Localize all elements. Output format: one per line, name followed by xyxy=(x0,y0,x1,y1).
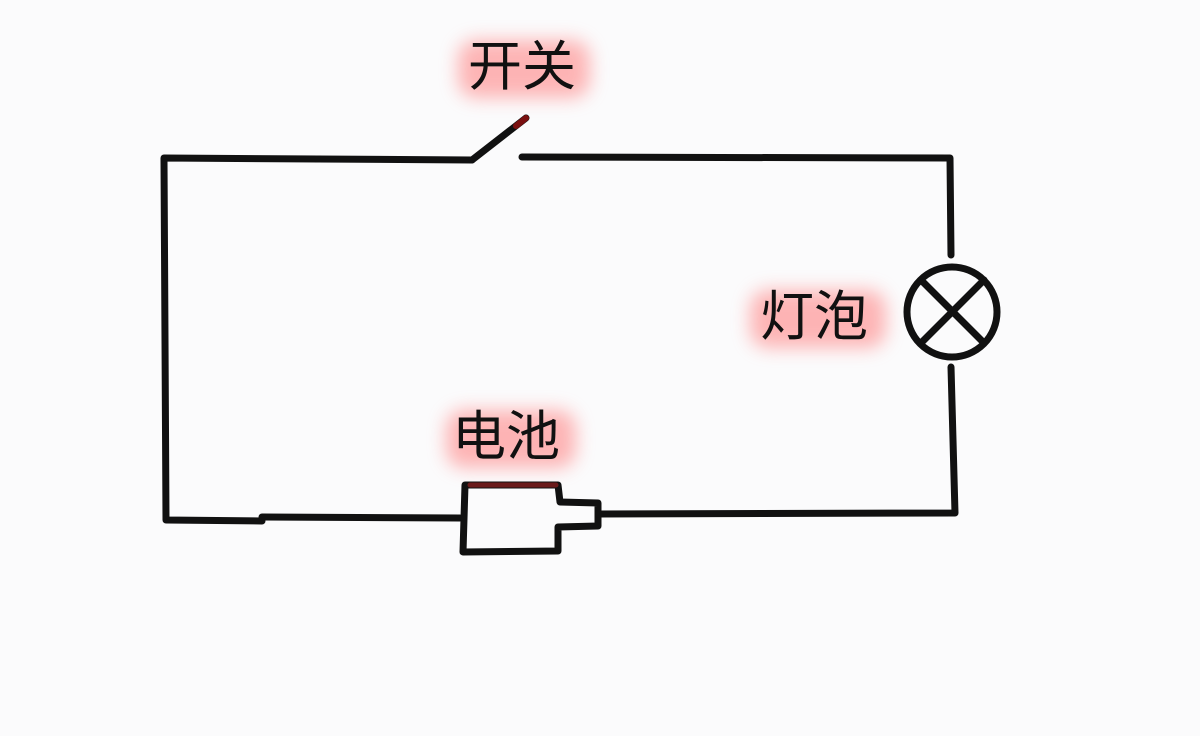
switch-label-glow xyxy=(458,40,590,98)
bulb-cross-b xyxy=(917,276,988,347)
bulb-label: 灯泡 xyxy=(760,285,868,348)
switch-label: 开关 xyxy=(468,35,576,98)
bulb-label-glow xyxy=(750,290,886,348)
bulb-circle xyxy=(903,263,1001,361)
wire-top-right xyxy=(518,153,955,259)
wire-bottom-right xyxy=(594,363,959,518)
battery-label: 电池 xyxy=(452,405,560,468)
wire-bottom-left xyxy=(258,513,464,522)
battery-body xyxy=(459,481,602,556)
label-glows xyxy=(446,40,886,468)
switch-tip-accent xyxy=(513,115,529,129)
wire-left xyxy=(160,156,266,525)
battery-label-glow xyxy=(446,410,576,468)
wire-top-left xyxy=(160,154,476,164)
